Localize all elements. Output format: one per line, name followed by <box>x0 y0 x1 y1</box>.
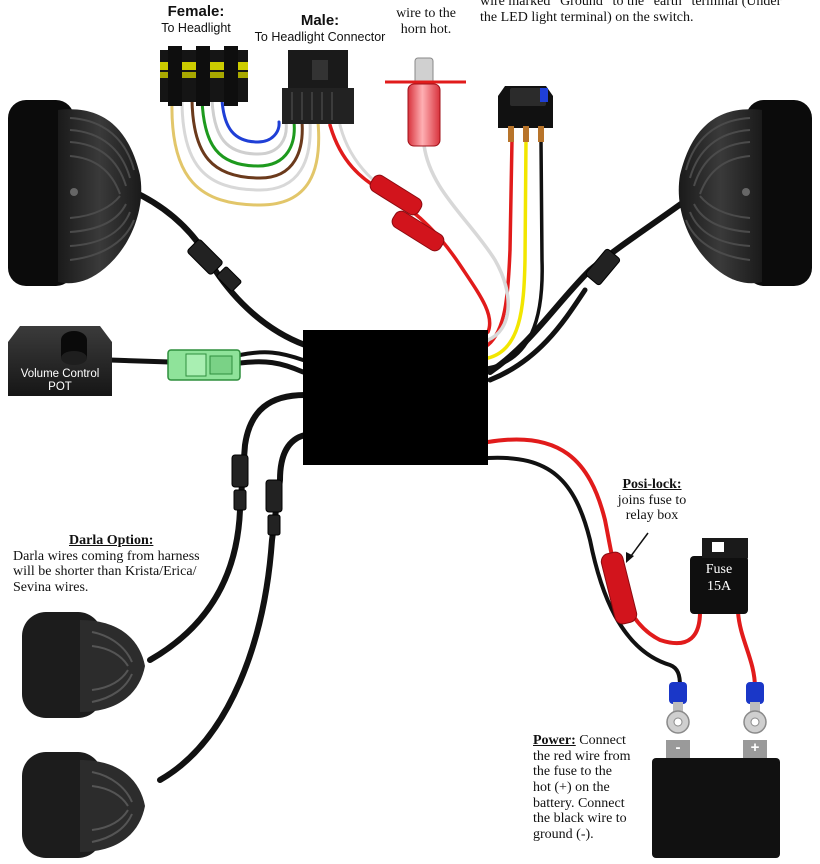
power-line-6: the black wire to <box>533 811 627 827</box>
wire-white-2 <box>210 98 288 156</box>
male-connector-red-wire <box>328 123 492 334</box>
darla-note-line-1: Darla wires coming from harness <box>13 548 200 564</box>
power-line-5: battery. Connect <box>533 795 625 811</box>
pot-label-line-1: Volume Control <box>20 368 100 380</box>
darla-note-line-2: will be shorter than Krista/Erica/ <box>13 564 197 580</box>
darla-option-title: Darla Option: <box>69 533 154 548</box>
wire-tan <box>170 98 321 207</box>
ring-terminal-positive <box>743 682 767 734</box>
horn-note-line-1: wire to the <box>396 6 456 21</box>
battery <box>652 740 780 858</box>
wire-white <box>180 98 312 192</box>
horn-note-line-2: horn hot. <box>400 21 452 37</box>
posilock-power <box>600 551 638 625</box>
pot-label: Volume Control POT <box>8 368 112 393</box>
posilock-note-line-1: joins fuse to <box>617 492 687 508</box>
darla-option-note: Darla Option: Darla wires coming from ha… <box>13 533 243 596</box>
power-black-wire <box>486 455 682 688</box>
darla-cable-lower <box>157 432 308 783</box>
darla-lamp-lower <box>22 752 145 858</box>
male-connector[interactable] <box>282 50 354 124</box>
pot-green-connector <box>167 349 241 381</box>
pot-cable <box>107 357 173 365</box>
right-lamp-cable-2 <box>487 287 588 383</box>
female-connector-subtitle: To Headlight <box>161 20 231 35</box>
switch-yellow-wire <box>486 138 528 360</box>
power-title: Power: <box>533 733 576 748</box>
fuse-label-line-1: Fuse <box>705 562 733 577</box>
female-connector[interactable] <box>160 46 248 106</box>
switch-instruction-note: wire marked “Ground” to the “earth” term… <box>480 0 818 25</box>
wire-green <box>200 98 296 168</box>
darla-lamp-upper <box>22 612 145 718</box>
female-connector-label: Female: To Headlight <box>156 3 236 35</box>
power-note: Power: Connect the red wire from the fus… <box>533 733 637 843</box>
fuse-holder <box>690 538 748 614</box>
battery-negative-label: - <box>675 739 681 756</box>
right-headlight-lamp <box>678 100 812 286</box>
volume-pot[interactable] <box>8 326 112 396</box>
pot-to-box-cable <box>237 359 306 375</box>
power-line-1: Connect <box>579 733 626 748</box>
left-headlight-lamp <box>8 100 142 286</box>
power-line-4: hot (+) on the <box>533 780 610 796</box>
darla-cable-upper <box>147 392 308 663</box>
pot-to-box-cable-2 <box>238 350 305 362</box>
posilock-arrowhead <box>626 552 634 563</box>
power-line-3: the fuse to the <box>533 764 612 780</box>
power-line-7: ground (-). <box>533 827 594 843</box>
male-connector-subtitle: To Headlight Connector <box>254 29 386 44</box>
horn-white-wire <box>422 143 510 342</box>
fuse-label: Fuse 15A <box>690 562 748 596</box>
wire-brown <box>190 98 304 180</box>
posilock-horn-pair <box>369 174 445 252</box>
harness-wires <box>107 98 757 783</box>
inline-connectors <box>187 239 621 536</box>
power-red-wire <box>486 437 702 646</box>
fuse-to-battery-red <box>736 610 757 690</box>
switch-note-line-1: wire marked “Ground” to the “earth” term… <box>480 0 782 9</box>
posilock-title: Posi-lock: <box>622 477 682 492</box>
female-connector-title: Female: <box>167 3 225 20</box>
fuse-label-line-2: 15A <box>706 578 732 594</box>
ring-terminal-negative <box>666 682 690 734</box>
posilock-note-line-2: relay box <box>625 508 679 524</box>
male-connector-label: Male: To Headlight Connector <box>252 12 388 44</box>
switch-note-line-2: the LED light terminal) on the switch. <box>480 9 694 25</box>
wire-blue <box>220 98 281 144</box>
pot-label-line-2: POT <box>48 380 72 393</box>
rocker-switch[interactable] <box>498 86 553 142</box>
horn-note: wire to the horn hot. <box>385 6 467 37</box>
relay-box <box>303 330 488 465</box>
power-line-2: the red wire from <box>533 748 631 764</box>
battery-positive-label: + <box>750 739 760 756</box>
horn-tap-connector <box>385 57 466 147</box>
male-connector-title: Male: <box>300 12 340 29</box>
darla-note-line-3: Sevina wires. <box>13 580 89 596</box>
posilock-note: Posi-lock: joins fuse to relay box <box>604 477 700 524</box>
switch-black-wire <box>486 138 544 370</box>
